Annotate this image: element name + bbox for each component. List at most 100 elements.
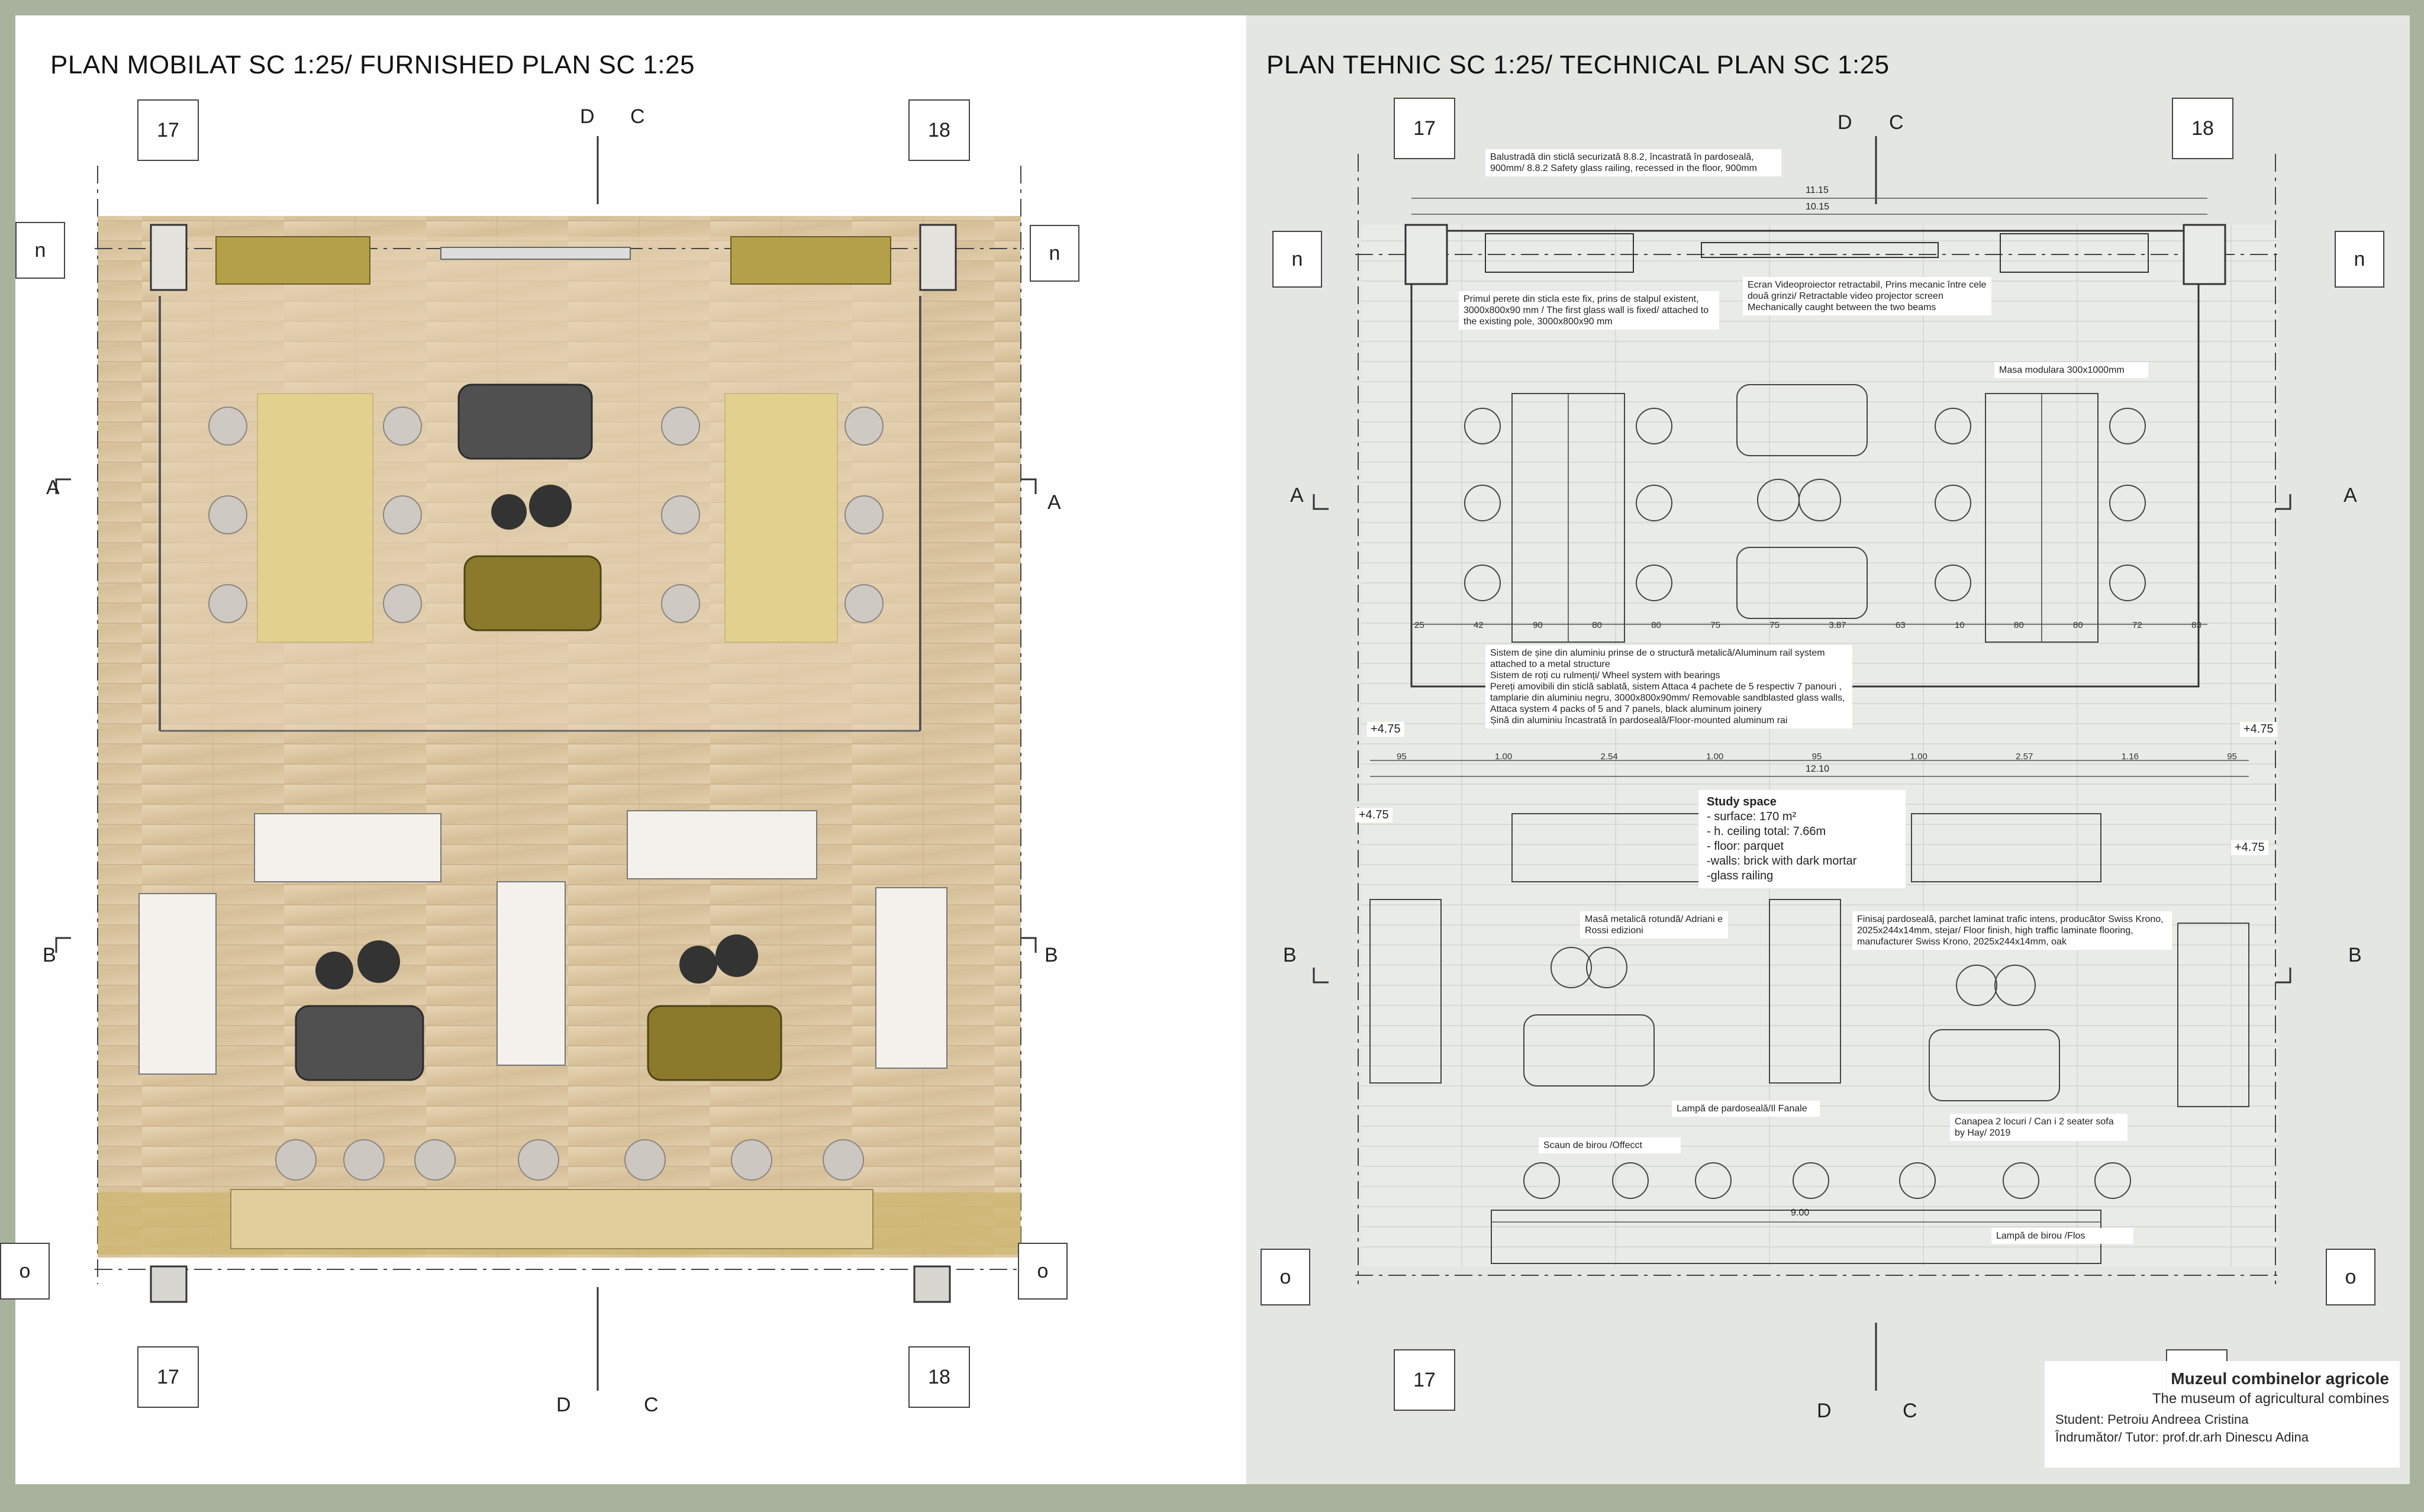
grid-col-18-bottom: 18 (908, 1346, 970, 1408)
dim-bottom-total: 9.00 (1791, 1208, 1810, 1218)
note-table: Masa modulara 300x1000mm (1994, 362, 2148, 378)
study-space-line: -walls: brick with dark mortar (1707, 855, 1857, 868)
tech-grid-row-n-right: n (2335, 231, 2384, 288)
tech-section-a-left: A (1290, 484, 1304, 507)
dimension-value: 75 (1710, 620, 1720, 630)
dimension-value: 90 (1533, 620, 1543, 630)
note-aluminum-systems: Sistem de șine din aluminiu prinse de o … (1485, 645, 1852, 728)
dim-top-total: 11.15 (1806, 185, 1829, 195)
dimension-value: 80 (2073, 620, 2083, 630)
dimension-value: 42 (1474, 620, 1484, 630)
sofa-olive-lower (647, 1005, 782, 1081)
section-c-bottom: C (644, 1394, 659, 1416)
section-d-top: D (580, 105, 595, 128)
project-subtitle: The museum of agricultural combines (2152, 1391, 2389, 1407)
dimension-value: 2.54 (1600, 752, 1618, 762)
dimension-value: 80 (2013, 620, 2024, 630)
note-glass-wall: Primul perete din sticla este fix, prins… (1459, 291, 1719, 330)
dimension-value: 95 (1397, 752, 1407, 762)
note-sofa: Canapea 2 locuri / Can i 2 seater sofa b… (1950, 1114, 2128, 1141)
note-floor-lamp: Lampă de pardoseală/Il Fanale (1672, 1101, 1820, 1117)
tech-section-b-right: B (2348, 944, 2362, 966)
tech-grid-col-17-bottom: 17 (1394, 1349, 1455, 1411)
tech-section-c-bottom: C (1903, 1400, 1917, 1422)
dimension-value: 1.00 (1910, 752, 1927, 762)
side-table (529, 485, 572, 527)
sofa-gray-lower (295, 1005, 424, 1081)
planter-left (215, 236, 370, 285)
dimension-value: 10 (1954, 620, 1965, 630)
grid-row-n-left: n (15, 222, 65, 279)
dimension-value: 63 (1895, 620, 1906, 630)
dimension-value: 3.87 (1829, 620, 1846, 630)
note-chair: Scaun de birou /Offecct (1539, 1137, 1681, 1153)
tech-grid-row-o-left: o (1261, 1249, 1310, 1305)
sofa-gray-upper (457, 383, 593, 460)
tech-floor (1361, 225, 2278, 1266)
project-title: Muzeul combinelor agricole (2171, 1369, 2389, 1388)
sofa-olive-upper (463, 555, 602, 631)
elevation-tag: +4.75 (1355, 808, 1392, 823)
tech-section-d-bottom: D (1817, 1400, 1832, 1422)
dimension-value: 80 (1592, 620, 1602, 630)
dimension-value: 72 (2132, 620, 2142, 630)
note-aluminum-line: Sistem de șine din aluminiu prinse de o … (1490, 648, 1825, 669)
tech-grid-row-n-left: n (1272, 231, 1322, 288)
dimension-value: 1.00 (1706, 752, 1724, 762)
dim-top-inner: 10.15 (1806, 202, 1830, 212)
shelving (138, 810, 947, 1075)
dim-mid-total: 12.10 (1806, 764, 1830, 774)
grid-row-o-left: o (0, 1243, 50, 1300)
dimension-value: 2.57 (2016, 752, 2033, 762)
work-table-left (257, 393, 373, 643)
study-space-line: - surface: 170 m² (1707, 810, 1797, 823)
grid-col-18-top: 18 (908, 99, 970, 161)
furnished-plan (55, 136, 1037, 1391)
student-name: Student: Petroiu Andreea Cristina (2055, 1412, 2249, 1427)
note-aluminum-line: Șină din aluminiu încastrată în pardosea… (1490, 715, 1788, 726)
tech-grid-row-o-right: o (2326, 1249, 2375, 1305)
pillar-right (919, 224, 957, 291)
study-space-line: - h. ceiling total: 7.66m (1707, 825, 1826, 838)
dimension-value: 80 (1651, 620, 1661, 630)
elevation-tag: +4.75 (2231, 840, 2268, 855)
grid-row-o-right: o (1018, 1243, 1068, 1300)
section-a-right: A (1047, 491, 1061, 514)
tutor-name: Îndrumător/ Tutor: prof.dr.arh Dinescu A… (2055, 1430, 2309, 1445)
side-table (491, 494, 527, 530)
grid-row-n-right: n (1030, 225, 1079, 282)
study-counter (230, 1189, 873, 1249)
note-desk-lamp: Lampă de birou /Flos (1991, 1228, 2133, 1244)
dimension-value: 25 (1414, 620, 1424, 630)
elevation-tag: +4.75 (2240, 722, 2277, 737)
dimension-value: 1.16 (2121, 752, 2139, 762)
elevation-tag: +4.75 (1367, 722, 1404, 737)
tech-section-c-top: C (1889, 111, 1904, 134)
grid-col-17-bottom: 17 (137, 1346, 199, 1408)
pillar-left (150, 224, 188, 291)
note-screen: Ecran Videoproiector retractabil, Prins … (1743, 277, 1991, 315)
counter-chairs (275, 1139, 864, 1181)
dimension-value: 95 (2227, 752, 2237, 762)
note-flooring: Finisaj pardoseală, parchet laminat traf… (1852, 911, 2172, 950)
technical-plan (1313, 136, 2291, 1391)
planter-right (730, 236, 891, 285)
section-a-left: A (46, 476, 60, 499)
note-aluminum-line: Sistem de roți cu rulmenți/ Wheel system… (1490, 670, 1720, 681)
section-d-bottom: D (556, 1394, 571, 1416)
tech-grid-col-17-top: 17 (1394, 98, 1455, 159)
note-round-table: Masă metalică rotundă/ Adriani e Rossi e… (1580, 911, 1728, 939)
study-space-title: Study space (1707, 795, 1777, 808)
dimension-value: 83 (2191, 620, 2201, 630)
study-space-line: - floor: parquet (1707, 840, 1784, 853)
title-block: Muzeul combinelor agricole The museum of… (2045, 1361, 2400, 1468)
note-aluminum-line: Pereți amovibili din sticlă sablată, sis… (1490, 682, 1845, 714)
furnished-plan-title: PLAN MOBILAT SC 1:25/ FURNISHED PLAN SC … (50, 50, 695, 79)
work-table-right (724, 393, 838, 643)
dimension-value: 95 (1811, 752, 1822, 762)
section-b-left: B (43, 944, 56, 966)
study-space-box: Study space - surface: 170 m² - h. ceili… (1698, 790, 1906, 888)
